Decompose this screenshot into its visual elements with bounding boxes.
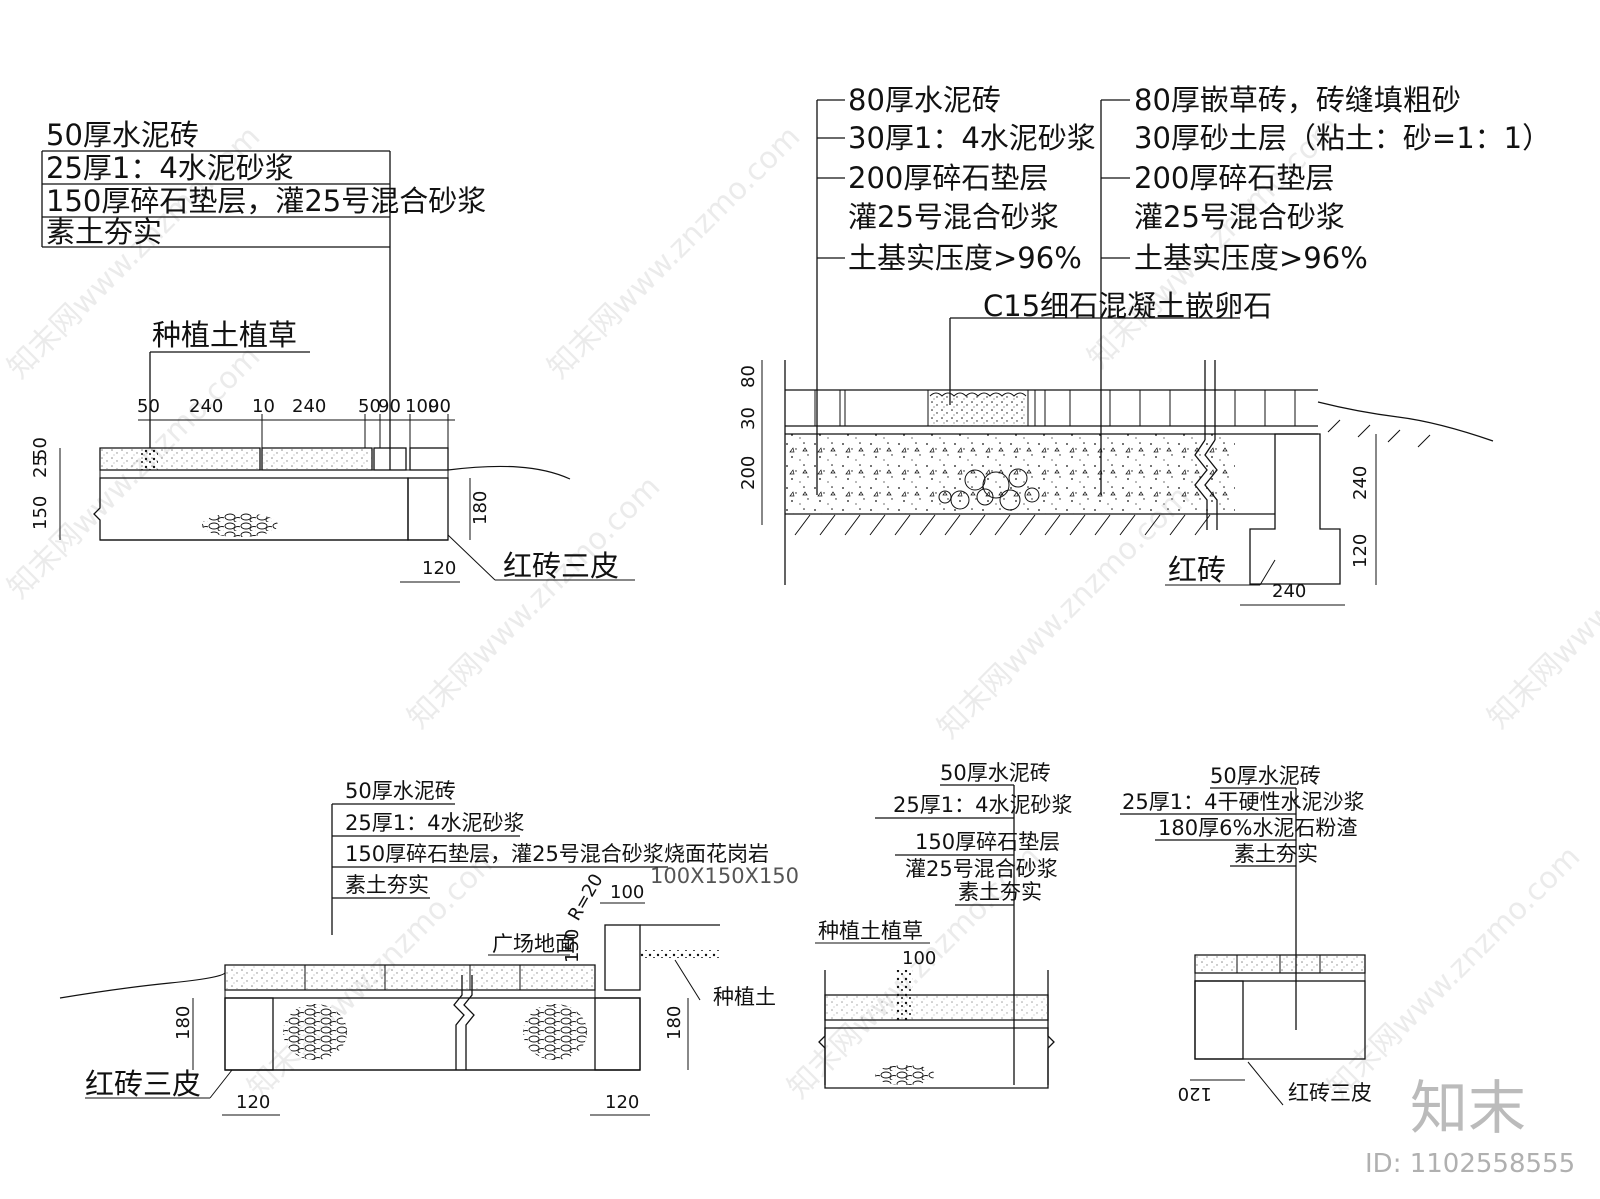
detail-2: 80厚水泥砖 30厚1：4水泥砂浆 200厚碎石垫层 灌25号混合砂浆 土基实压… bbox=[738, 83, 1551, 606]
dim-label: 180 bbox=[470, 491, 491, 525]
d1-layer-3: 150厚碎石垫层，灌25号混合砂浆 bbox=[46, 184, 486, 218]
brand-logo: 知末 bbox=[1410, 1074, 1526, 1142]
d2b-layer-5: 土基实压度>96% bbox=[1134, 241, 1368, 275]
d3-granite-label: 烧面花岗岩 bbox=[664, 842, 769, 866]
dim-label: 180 bbox=[664, 1006, 685, 1040]
dim-label: 150 bbox=[562, 929, 583, 963]
dim-label: 240 bbox=[1272, 581, 1306, 602]
d2a-layer-4: 灌25号混合砂浆 bbox=[848, 200, 1059, 234]
dim-label: 100 bbox=[405, 396, 439, 417]
d5-layer-1: 50厚水泥砖 bbox=[1210, 764, 1321, 788]
dim-label: 100 bbox=[902, 948, 936, 969]
d2a-layer-5: 土基实压度>96% bbox=[848, 241, 1082, 275]
d2b-layer-2: 30厚砂土层（粘土：砂=1：1） bbox=[1134, 121, 1551, 155]
dim-label: 120 bbox=[422, 558, 456, 579]
d4-layer-5: 素土夯实 bbox=[958, 880, 1042, 904]
dim-label: 30 bbox=[738, 407, 759, 430]
d3-radius: R=20 bbox=[564, 870, 607, 924]
watermark-text: 知末网www.znzmo.com bbox=[401, 469, 667, 735]
dim-label: 200 bbox=[738, 456, 759, 490]
watermark-text: 知末网www.znzmo.com bbox=[1481, 469, 1600, 735]
d3-square-label: 广场地面 bbox=[492, 932, 576, 956]
dim-label: 240 bbox=[189, 396, 223, 417]
image-id: ID: 1102558555 bbox=[1365, 1149, 1575, 1179]
dim-label: 240 bbox=[1350, 466, 1371, 500]
d5-layer-3: 180厚6%水泥石粉渣 bbox=[1158, 816, 1357, 840]
watermark-text: 知末网www.znzmo.com bbox=[541, 119, 807, 385]
d3-layer-3: 150厚碎石垫层，灌25号混合砂浆 bbox=[345, 842, 664, 866]
d4-plant-label: 种植土植草 bbox=[818, 919, 923, 943]
dim-label: 150 bbox=[30, 496, 51, 530]
dim-label: 120 bbox=[236, 1092, 270, 1113]
d2b-layer-4: 灌25号混合砂浆 bbox=[1134, 200, 1345, 234]
d2-brick-label: 红砖 bbox=[1168, 553, 1226, 587]
dim-label: 120 bbox=[1350, 534, 1371, 568]
dim-label: 50 bbox=[137, 396, 160, 417]
d4-layer-3: 150厚碎石垫层 bbox=[915, 830, 1060, 854]
detail-5: 50厚水泥砖 25厚1：4干硬性水泥沙浆 180厚6%水泥石粉渣 素土夯实 12… bbox=[1120, 764, 1372, 1106]
d1-brick-label: 红砖三皮 bbox=[503, 549, 619, 583]
d2b-layer-3: 200厚碎石垫层 bbox=[1134, 161, 1334, 195]
d1-layer-4: 素土夯实 bbox=[46, 215, 162, 249]
d1-plant-label: 种植土植草 bbox=[152, 318, 297, 352]
detail-4: 50厚水泥砖 25厚1：4水泥砂浆 150厚碎石垫层 灌25号混合砂浆 素土夯实… bbox=[815, 761, 1072, 1089]
d2a-layer-3: 200厚碎石垫层 bbox=[848, 161, 1048, 195]
d5-layer-4: 素土夯实 bbox=[1234, 842, 1318, 866]
detail-3: 50厚水泥砖 25厚1：4水泥砂浆 150厚碎石垫层，灌25号混合砂浆 素土夯实… bbox=[59, 779, 799, 1116]
dim-label: 240 bbox=[292, 396, 326, 417]
dim-label: 180 bbox=[173, 1006, 194, 1040]
dim-label: 50 bbox=[30, 437, 51, 460]
d4-layer-2: 25厚1：4水泥砂浆 bbox=[893, 793, 1072, 817]
d3-layer-2: 25厚1：4水泥砂浆 bbox=[345, 811, 524, 835]
d5-brick-label: 红砖三皮 bbox=[1288, 1081, 1372, 1105]
d1-layer-1: 50厚水泥砖 bbox=[46, 118, 199, 152]
d1-top-dims: 50 240 10 240 50 90 100 90 bbox=[137, 396, 451, 417]
dim-label: 10 bbox=[252, 396, 275, 417]
dim-label: 120 bbox=[605, 1092, 639, 1113]
dim-label: 100 bbox=[610, 882, 644, 903]
d3-layer-1: 50厚水泥砖 bbox=[345, 779, 456, 803]
dim-label: 90 bbox=[428, 396, 451, 417]
dim-label: 80 bbox=[738, 365, 759, 388]
d3-layer-4: 素土夯实 bbox=[345, 873, 429, 897]
dim-label: 25 bbox=[30, 455, 51, 478]
d4-layer-4: 灌25号混合砂浆 bbox=[905, 857, 1058, 881]
dim-label: 120 bbox=[1178, 1083, 1212, 1104]
d2a-layer-2: 30厚1：4水泥砂浆 bbox=[848, 121, 1096, 155]
d4-layer-1: 50厚水泥砖 bbox=[940, 761, 1051, 785]
d2a-layer-1: 80厚水泥砖 bbox=[848, 83, 1001, 117]
d5-layer-2: 25厚1：4干硬性水泥沙浆 bbox=[1122, 790, 1364, 814]
d2b-layer-1: 80厚嵌草砖，砖缝填粗砂 bbox=[1134, 83, 1461, 117]
d1-layer-2: 25厚1：4水泥砂浆 bbox=[46, 151, 294, 185]
d2-c15-label: C15细石混凝土嵌卵石 bbox=[983, 289, 1272, 323]
detail-1: 50厚水泥砖 25厚1：4水泥砂浆 150厚碎石垫层，灌25号混合砂浆 素土夯实… bbox=[30, 118, 635, 583]
d3-granite-size: 100X150X150 bbox=[650, 864, 799, 888]
d3-brick-label: 红砖三皮 bbox=[85, 1067, 201, 1101]
dim-label: 50 bbox=[358, 396, 381, 417]
dim-label: 90 bbox=[378, 396, 401, 417]
d3-plant-soil: 种植土 bbox=[713, 985, 776, 1009]
